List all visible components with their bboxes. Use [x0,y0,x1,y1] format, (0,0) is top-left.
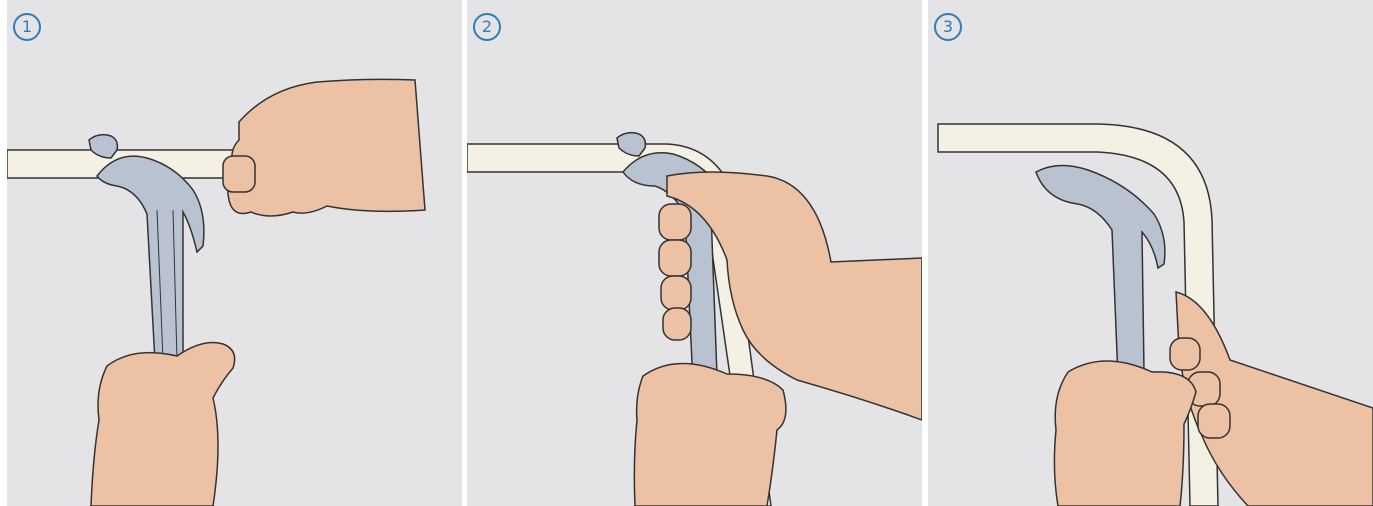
hand-illustration [91,343,235,506]
step-panel-2: 2 [467,0,922,506]
hand-illustration [1054,361,1196,506]
pipe-bender-illustration [97,156,204,368]
hand-illustration [228,79,425,216]
step-panel-1: 1 [7,0,462,506]
step-1-illustration [7,0,462,506]
pipe-bender-illustration [1036,165,1165,380]
step-3-illustration [928,0,1373,506]
hand-illustration [634,363,786,506]
step-panel-3: 3 [928,0,1373,506]
step-2-illustration [467,0,922,506]
